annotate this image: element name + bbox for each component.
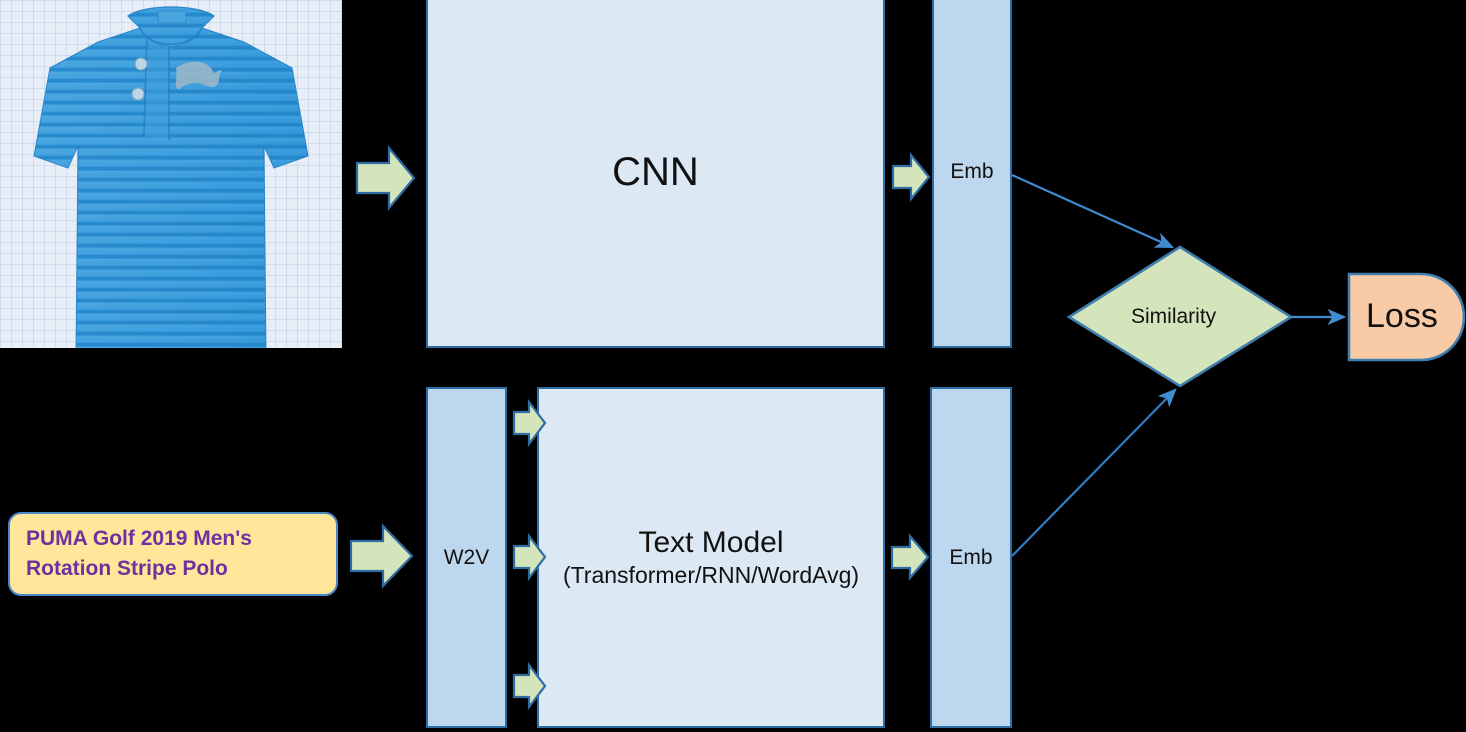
- product-title-line-1: PUMA Golf 2019 Men's: [26, 527, 252, 551]
- product-photo: [0, 0, 342, 348]
- image-emb-to-similarity-connector: [1011, 173, 1175, 249]
- title-to-w2v-arrow: [349, 523, 414, 589]
- loss-label: Loss: [1366, 297, 1438, 335]
- text-model-sublabel: (Transformer/RNN/WordAvg): [562, 562, 860, 589]
- w2v-label: W2V: [443, 545, 490, 569]
- cnn-box: CNN: [426, 0, 885, 348]
- cnn-label: CNN: [612, 149, 699, 194]
- text-emb-label: Emb: [949, 545, 993, 569]
- polo-shirt-illustration: [33, 6, 309, 348]
- image-emb-label: Emb: [950, 160, 994, 183]
- product-title-line-2: Rotation Stripe Polo: [26, 557, 228, 580]
- image-to-cnn-arrow: [355, 144, 416, 212]
- text-emb-to-similarity-connector: [1011, 388, 1177, 557]
- cnn-to-image-emb-arrow: [891, 151, 931, 203]
- text-emb-box: Emb: [930, 387, 1012, 728]
- text-model-to-text-emb-arrow: [890, 533, 930, 581]
- text-model-box: Text Model (Transformer/RNN/WordAvg): [537, 387, 885, 728]
- text-model-label: Text Model: [638, 525, 784, 559]
- image-emb-box: Emb: [932, 0, 1012, 348]
- similarity-label: Similarity: [1131, 305, 1217, 328]
- product-title-card: PUMA Golf 2019 Men's Rotation Stripe Pol…: [8, 512, 338, 596]
- w2v-box: W2V: [426, 387, 507, 728]
